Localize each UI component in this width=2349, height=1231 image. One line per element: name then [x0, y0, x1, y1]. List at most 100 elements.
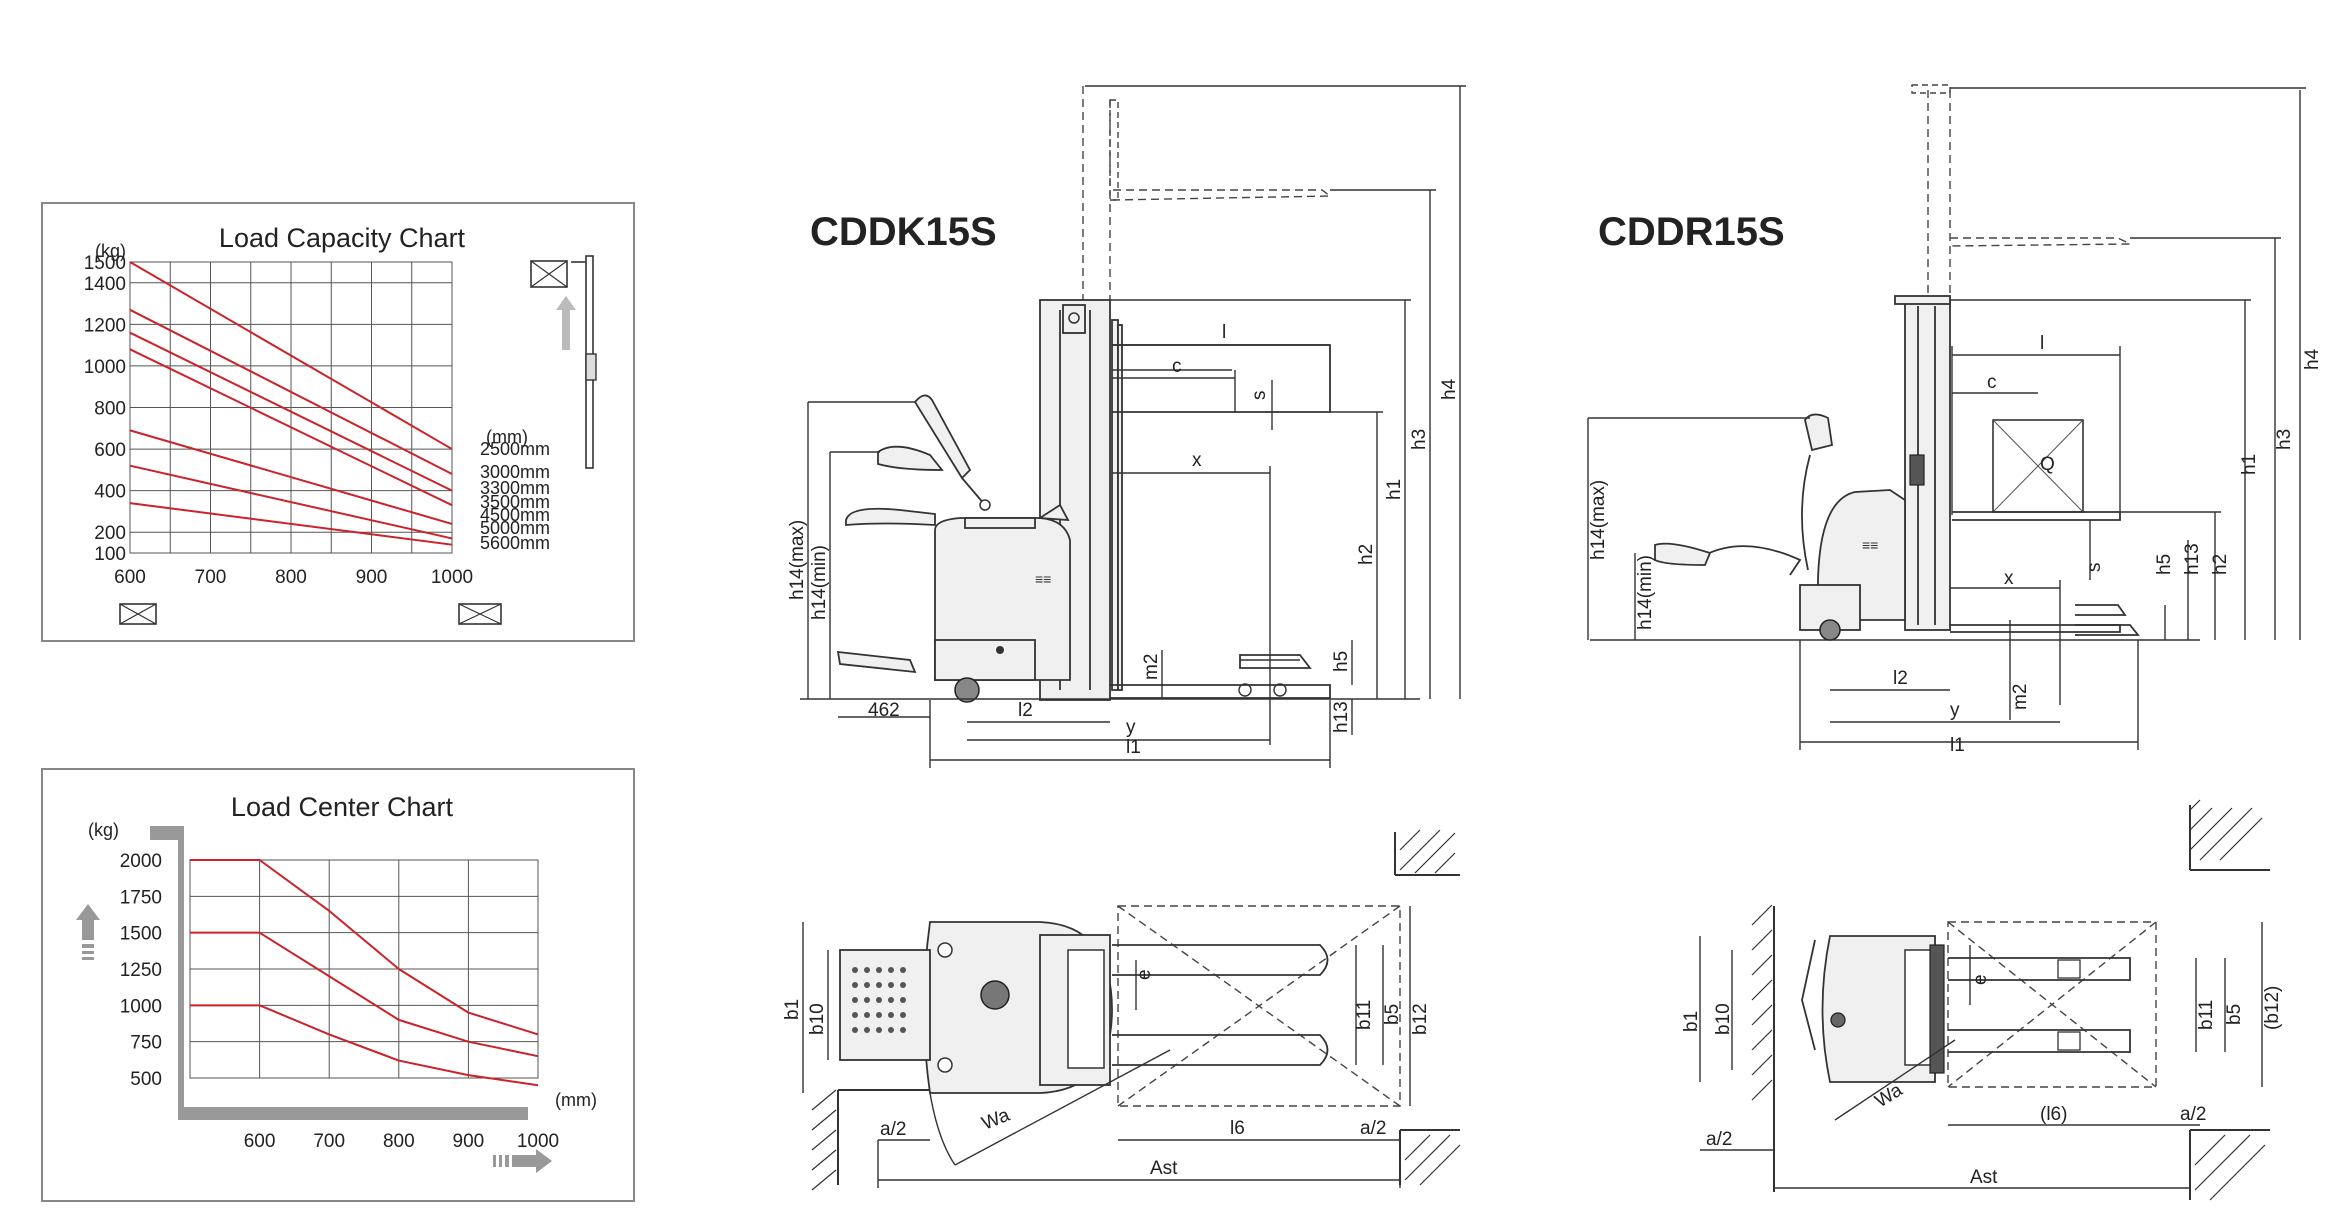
wall-hatch-right	[1404, 1134, 1461, 1186]
x-tick-label: 700	[313, 1131, 345, 1152]
dim-r-s: s	[2084, 563, 2105, 573]
dim-e: e	[1134, 969, 1155, 980]
x-tick-label: 800	[275, 567, 307, 588]
y-tick-label: 1500	[120, 924, 162, 945]
series-label: 3500mm	[480, 492, 550, 512]
load-capacity-title: Load Capacity Chart	[219, 223, 466, 253]
series-line-2	[190, 931, 539, 1058]
pallet-icon-left	[119, 603, 157, 625]
dim-h14-max: h14(max)	[787, 520, 808, 600]
x-tick-label: 600	[114, 567, 146, 588]
x-tick-label: 1000	[431, 567, 473, 588]
cddr15s-top-view: e b11 b5 (b12) b1 b10 Wa a/2 (l6) a/2 As…	[1681, 799, 2283, 1201]
dim-b1: b1	[782, 999, 803, 1020]
dim-r-h1: h1	[2239, 454, 2260, 475]
y-tick-label: 400	[94, 482, 126, 503]
series-line-5600mm	[129, 502, 453, 546]
y-tick-label: 1500	[84, 253, 126, 274]
y-tick-label: 600	[94, 440, 126, 461]
dim-r-b1: b1	[1681, 1011, 1702, 1032]
y-tick-label: 1750	[120, 887, 162, 908]
series-label: 4500mm	[480, 505, 550, 525]
dim-m2: m2	[1141, 654, 1162, 680]
dim-r-l1: l1	[1950, 735, 1965, 756]
load-capacity-chart: Load Capacity Chart (kg) 150014001200100…	[41, 202, 635, 642]
arrow-up-icon	[556, 296, 576, 350]
svg-text:≡≡: ≡≡	[1035, 571, 1051, 587]
load-capacity-y-unit: (kg)	[95, 241, 126, 261]
y-tick-label: 800	[94, 399, 126, 420]
wall-hatch-top	[1399, 829, 1456, 874]
load-capacity-legend-unit: (mm)	[486, 427, 528, 447]
load-center-x-ticks: 600 700 800 900 1000	[244, 1131, 559, 1152]
dim-x: x	[1192, 450, 1202, 471]
arrow-right-icon	[493, 1149, 552, 1173]
dim-r-h3: h3	[2274, 429, 2295, 450]
y-tick-label: 100	[94, 544, 126, 565]
dim-r-b11: b11	[2196, 1000, 2217, 1030]
dim-r-a2-right: a/2	[2180, 1104, 2206, 1125]
x-tick-label: 800	[383, 1131, 415, 1152]
dim-l: l	[1222, 322, 1226, 343]
dim-h3: h3	[1409, 429, 1430, 450]
dim-h4: h4	[1439, 378, 1460, 400]
model-label-cddr15s: CDDR15S	[1598, 210, 1785, 254]
dim-r-wa: Wa	[1872, 1079, 1907, 1112]
x-tick-label: 1000	[517, 1131, 559, 1152]
y-tick-label: 1250	[120, 960, 162, 981]
dim-b10: b10	[807, 1003, 828, 1035]
pallet-icon-right	[458, 603, 502, 625]
dim-wa: Wa	[979, 1105, 1013, 1135]
dim-r-ast: Ast	[1970, 1167, 1998, 1188]
dim-h14-min: h14(min)	[809, 545, 830, 620]
load-center-curves	[190, 859, 539, 1087]
dim-r-h2: h2	[2210, 554, 2231, 575]
tiller-handle	[913, 394, 972, 480]
dim-r-b12: (b12)	[2262, 986, 2283, 1030]
x-tick-label: 900	[453, 1131, 485, 1152]
load-capacity-grid	[129, 261, 453, 554]
x-tick-label: 900	[356, 567, 388, 588]
y-tick-label: 2000	[120, 851, 162, 872]
dim-a2-right: a/2	[1360, 1118, 1386, 1139]
load-center-x-unit: (mm)	[555, 1090, 597, 1110]
dim-b11: b11	[1354, 1000, 1375, 1030]
dim-r-h4: h4	[2302, 348, 2323, 370]
series-line-3500mm	[129, 348, 453, 507]
dim-r-h13: h13	[2182, 543, 2203, 575]
series-line-3	[190, 1004, 539, 1087]
x-tick-label: 600	[244, 1131, 276, 1152]
load-capacity-series-labels: 2500mm3000mm3300mm3500mm4500mm5000mm5600…	[480, 439, 550, 553]
series-line-3000mm	[129, 308, 453, 475]
dim-l2: l2	[1018, 700, 1033, 721]
load-capacity-curves	[129, 261, 453, 546]
series-label: 3300mm	[480, 478, 550, 498]
dim-l6: l6	[1230, 1118, 1245, 1139]
lift-icon	[530, 255, 597, 469]
dim-a2-left: a/2	[880, 1119, 906, 1140]
series-label: 2500mm	[480, 439, 550, 459]
wall-hatch-bottom-right	[2194, 1134, 2266, 1201]
load-center-panel	[41, 768, 635, 1202]
dim-r-l6: (l6)	[2040, 1104, 2067, 1125]
dim-s: s	[1249, 391, 1270, 401]
y-tick-label: 1000	[84, 357, 126, 378]
dim-r-b10: b10	[1713, 1003, 1734, 1035]
load-capacity-x-ticks: 600 700 800 900 1000	[114, 567, 473, 588]
dim-r-x: x	[2004, 568, 2014, 589]
dim-r-y: y	[1950, 700, 1960, 721]
y-tick-label: 200	[94, 523, 126, 544]
svg-text:≡≡: ≡≡	[1862, 537, 1878, 553]
dim-h13: h13	[1331, 701, 1352, 733]
cddk15s-side-view: CDDK15S ≡≡	[787, 85, 1466, 768]
wall-hatch-left	[811, 1089, 837, 1191]
dim-h5: h5	[1331, 651, 1352, 672]
series-label: 3000mm	[480, 462, 550, 482]
dim-462: 462	[868, 700, 900, 721]
dim-r-h14-min: h14(min)	[1635, 555, 1656, 630]
x-tick-label: 700	[195, 567, 227, 588]
dim-y: y	[1126, 717, 1136, 738]
dim-h1: h1	[1384, 479, 1405, 500]
dim-r-h14-max: h14(max)	[1588, 480, 1609, 560]
